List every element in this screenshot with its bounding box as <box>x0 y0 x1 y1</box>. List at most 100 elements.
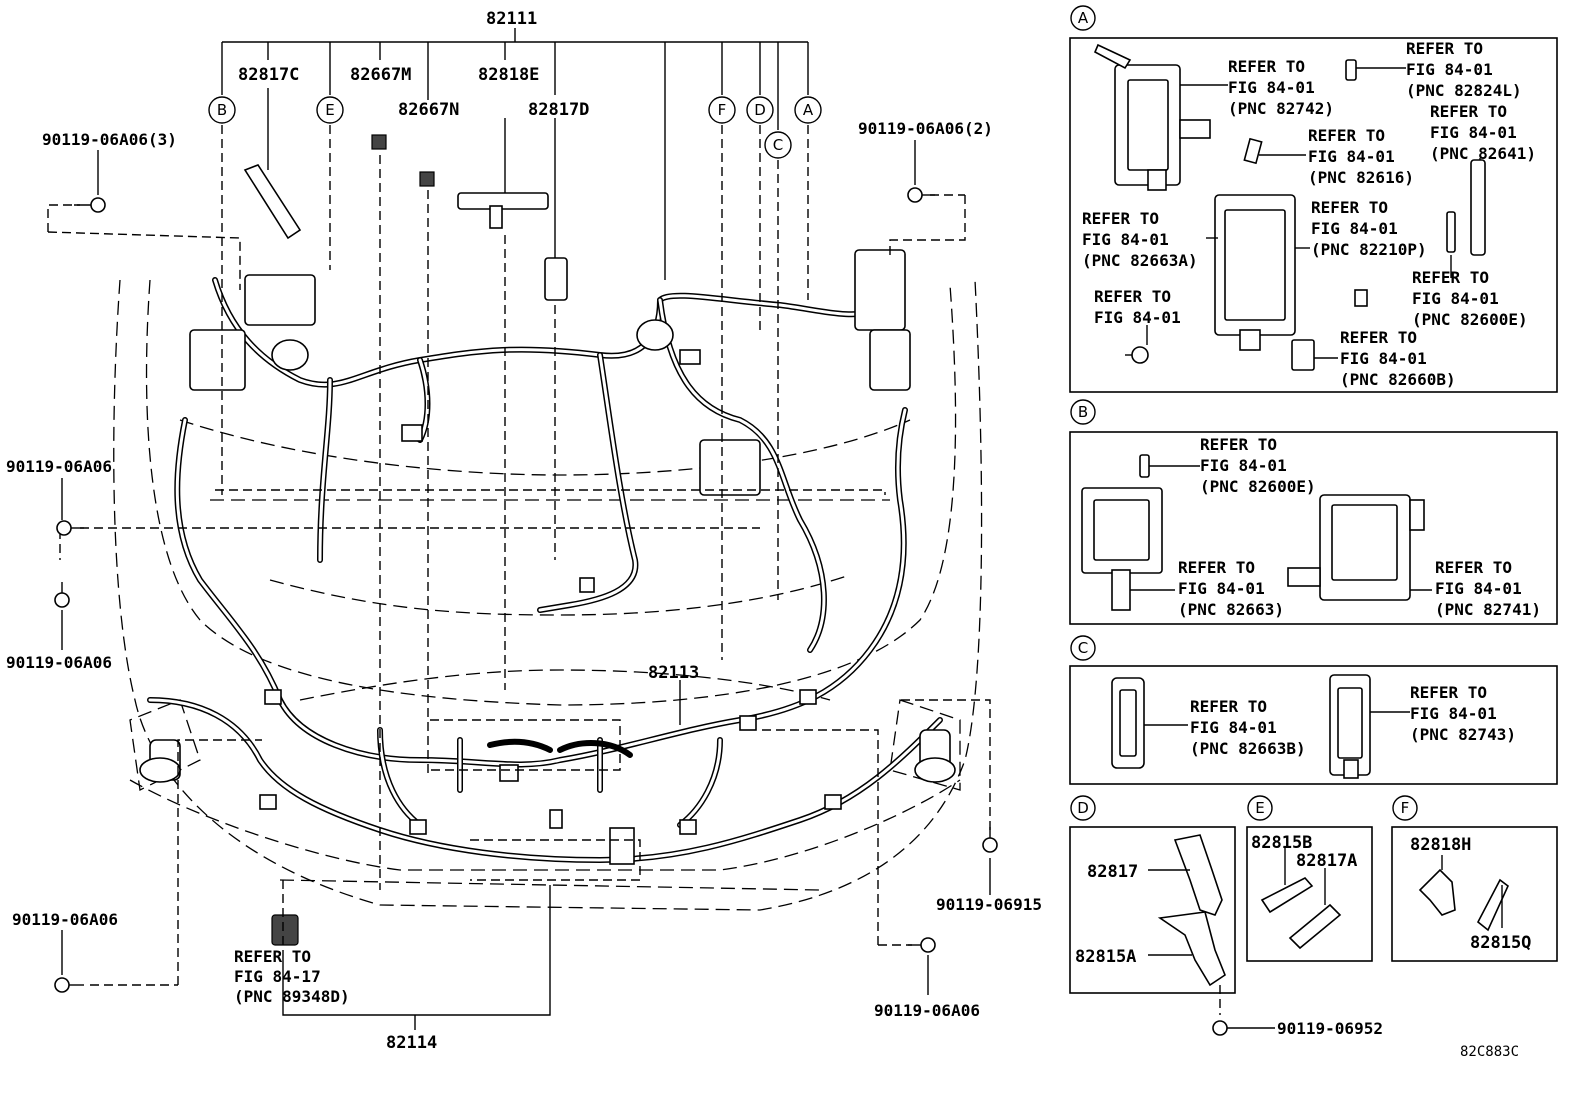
ref-b2-line1: REFER TO <box>1178 558 1255 577</box>
ref-b3-line1: REFER TO <box>1435 558 1512 577</box>
panel-c-refs: REFER TO FIG 84-01 (PNC 82663B) REFER TO… <box>1190 683 1516 758</box>
panel-e-letter: E <box>1255 799 1264 817</box>
ref-a3-line3: (PNC 82641) <box>1430 144 1536 163</box>
ref-a1-line2: FIG 84-01 <box>1228 78 1315 97</box>
callout-b: B <box>217 101 227 119</box>
panel-c: C REFER TO FIG 84-01 (PNC 82663B) REFER … <box>1069 635 1558 785</box>
bracket-part <box>1418 868 1456 916</box>
bolt-tr-label: 90119-06A06(2) <box>858 119 993 138</box>
bracket-part <box>1288 903 1342 950</box>
ref-a6-line1: REFER TO <box>1311 198 1388 217</box>
panel-e: E 82815B 82817A <box>1246 795 1373 962</box>
ref-a8-line3: (PNC 82600E) <box>1412 310 1528 329</box>
part-82815a-label: 82815A <box>1075 947 1136 967</box>
panel-c-letter: C <box>1078 639 1088 657</box>
ref-a9-line1: REFER TO <box>1340 328 1417 347</box>
panel-d-letter: D <box>1077 799 1089 817</box>
ref-b3-line2: FIG 84-01 <box>1435 579 1522 598</box>
panel-f: F 82818H 82815Q <box>1391 795 1558 962</box>
ref-a8-line1: REFER TO <box>1412 268 1489 287</box>
part-82815q-label: 82815Q <box>1470 933 1531 953</box>
part-82817c-label: 82817C <box>238 65 299 85</box>
ref-a2-line2: FIG 84-01 <box>1406 60 1493 79</box>
ref-bottom-line1: REFER TO <box>234 947 311 966</box>
part-82815b-label: 82815B <box>1251 833 1312 853</box>
part-82817d-label: 82817D <box>528 100 589 120</box>
main-labels: 82111 82817C 82667M 82818E 82667N 82817D… <box>6 9 1042 1053</box>
ref-a3-line2: FIG 84-01 <box>1430 123 1517 142</box>
panel-b-refs: REFER TO FIG 84-01 (PNC 82600E) REFER TO… <box>1178 435 1541 619</box>
ref-b1-line2: FIG 84-01 <box>1200 456 1287 475</box>
part-82817-label: 82817 <box>1087 862 1138 882</box>
ref-a1-line3: (PNC 82742) <box>1228 99 1334 118</box>
ref-a4-line2: FIG 84-01 <box>1308 147 1395 166</box>
dashed-leaders <box>47 125 991 986</box>
ref-c2-line1: REFER TO <box>1410 683 1487 702</box>
ref-bottom-line3: (PNC 89348D) <box>234 987 350 1006</box>
bolt-leaders <box>61 140 991 995</box>
part-82818h-label: 82818H <box>1410 835 1471 855</box>
callout-e: E <box>325 101 334 119</box>
ref-a9-line3: (PNC 82660B) <box>1340 370 1456 389</box>
callout-d: D <box>754 101 766 119</box>
panel-b-letter: B <box>1078 403 1088 421</box>
callout-a: A <box>803 101 814 119</box>
ref-a8-line2: FIG 84-01 <box>1412 289 1499 308</box>
ref-c1-line2: FIG 84-01 <box>1190 718 1277 737</box>
figure-code: 82C883C <box>1460 1044 1519 1060</box>
ref-c1-line3: (PNC 82663B) <box>1190 739 1306 758</box>
part-82817a-label: 82817A <box>1296 851 1357 871</box>
ref-a7-line2: FIG 84-01 <box>1094 308 1181 327</box>
ref-c2-line2: FIG 84-01 <box>1410 704 1497 723</box>
ref-a1-line1: REFER TO <box>1228 57 1305 76</box>
bracket-part <box>1260 877 1314 914</box>
panel-f-letter: F <box>1401 799 1410 817</box>
ref-a2-line3: (PNC 82824L) <box>1406 81 1522 100</box>
bolt-icon <box>1212 1020 1228 1036</box>
ref-a4-line3: (PNC 82616) <box>1308 168 1414 187</box>
callout-circles: B E F D A C <box>208 96 822 159</box>
ref-c1-line1: REFER TO <box>1190 697 1267 716</box>
bolt-icon <box>54 187 998 993</box>
leader-82114 <box>282 885 551 1030</box>
part-82114-label: 82114 <box>386 1033 437 1053</box>
ref-bottom-line2: FIG 84-17 <box>234 967 321 986</box>
callout-f: F <box>718 101 727 119</box>
ref-a4-line1: REFER TO <box>1308 126 1385 145</box>
ref-b2-line2: FIG 84-01 <box>1178 579 1265 598</box>
main-diagram: B E F D A C 82111 82817C 82667M 82818E 8… <box>6 9 1042 1053</box>
bolt-bl-label: 90119-06A06 <box>12 910 118 929</box>
bracket-part <box>1157 911 1226 987</box>
ref-b2-line3: (PNC 82663) <box>1178 600 1284 619</box>
ref-c2-line3: (PNC 82743) <box>1410 725 1516 744</box>
ref-a5-line3: (PNC 82663A) <box>1082 251 1198 270</box>
ref-b1-line3: (PNC 82600E) <box>1200 477 1316 496</box>
panel-d: D 82817 82815A 90119-06952 <box>1069 795 1383 1038</box>
part-82113-label: 82113 <box>648 663 699 683</box>
leader-82111 <box>221 28 809 280</box>
part-82667m-label: 82667M <box>350 65 411 85</box>
panel-a-letter: A <box>1078 9 1089 27</box>
part-82667n-label: 82667N <box>398 100 459 120</box>
panel-a: A REFER TO FIG 84-01 (PNC 82742) <box>1069 5 1558 393</box>
part-82818e-label: 82818E <box>478 65 539 85</box>
connectors <box>139 134 956 946</box>
ref-a9-line2: FIG 84-01 <box>1340 349 1427 368</box>
bolt-l2-label: 90119-06A06 <box>6 653 112 672</box>
bolt-br2-label: 90119-06A06 <box>874 1001 980 1020</box>
bracket-part <box>1173 834 1223 916</box>
bracket-part <box>1476 878 1509 932</box>
ref-a7-line1: REFER TO <box>1094 287 1171 306</box>
callout-c: C <box>773 136 783 154</box>
ref-a6-line2: FIG 84-01 <box>1311 219 1398 238</box>
part-82111-label: 82111 <box>486 9 537 29</box>
ref-a2-line1: REFER TO <box>1406 39 1483 58</box>
bolt-br1-label: 90119-06915 <box>936 895 1042 914</box>
panel-b: B REFER TO FIG 84-01 (PNC 82600E) REFER … <box>1069 399 1558 625</box>
ref-a3-line1: REFER TO <box>1430 102 1507 121</box>
ref-b1-line1: REFER TO <box>1200 435 1277 454</box>
bolt-d-label: 90119-06952 <box>1277 1019 1383 1038</box>
wire-harness <box>147 277 943 863</box>
ref-a5-line2: FIG 84-01 <box>1082 230 1169 249</box>
